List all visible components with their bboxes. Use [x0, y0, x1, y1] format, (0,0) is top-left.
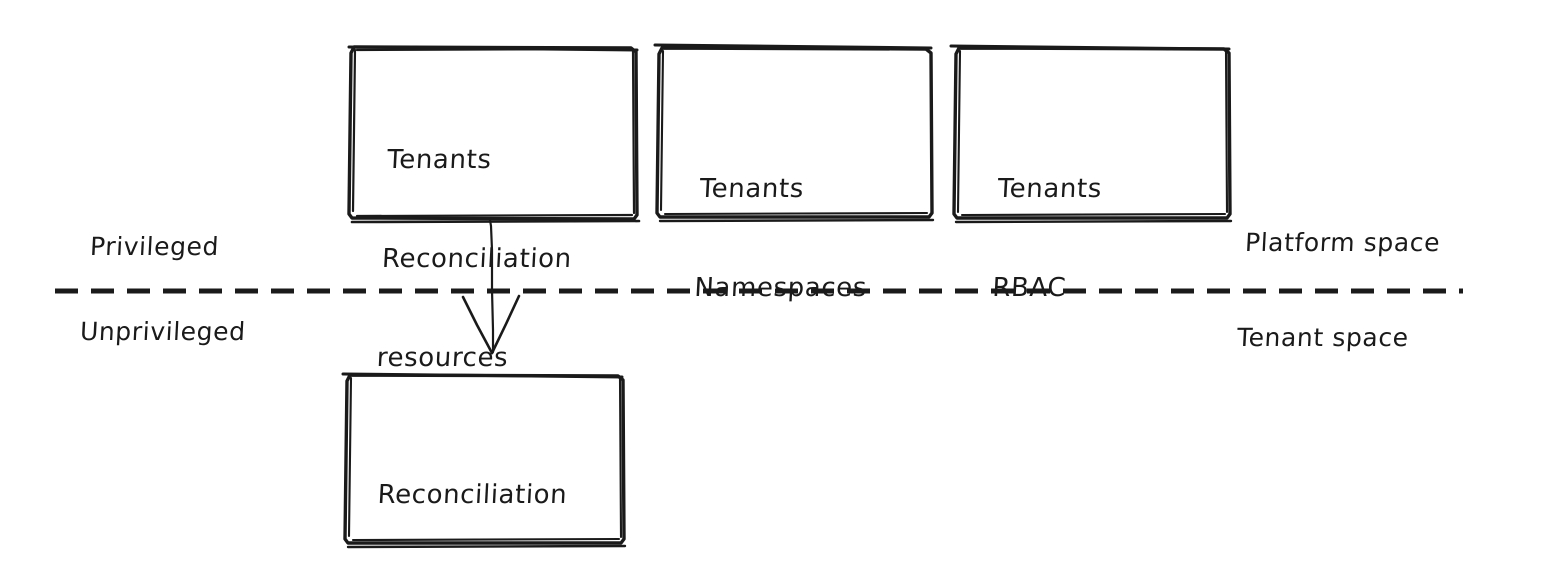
box-line: Tenants: [698, 174, 805, 204]
box-tenants-reconciliation-resources-shape: [347, 45, 641, 224]
box-line: resources: [376, 343, 510, 373]
box-label-tenants-reconciliation-resources: Tenants Reconciliation resources: [372, 78, 581, 441]
box-line: Reconciliation: [376, 480, 569, 510]
box-tenants-namespaces-shape: [653, 43, 935, 223]
label-unprivileged: Unprivileged: [79, 317, 247, 346]
box-line: Tenants: [386, 145, 493, 175]
label-platform-space: Platform space: [1244, 228, 1441, 257]
box-label-tenants-namespaces: Tenants Namespaces: [690, 107, 876, 371]
box-label-tenants-rbac: Tenants RBAC: [988, 107, 1106, 371]
box-line: Reconciliation: [381, 244, 573, 274]
box-tenants-rbac-shape: [949, 44, 1233, 224]
box-line: Namespaces: [693, 273, 868, 303]
label-privileged: Privileged: [89, 232, 220, 261]
box-reconciliation-resources-shape: [341, 372, 627, 549]
box-line: Tenants: [996, 174, 1103, 204]
reconciliation-arrow: [461, 218, 521, 355]
box-line: RBAC: [991, 273, 1068, 303]
box-label-reconciliation-resources: Reconciliation resources: [368, 413, 572, 578]
label-tenant-space: Tenant space: [1236, 323, 1410, 352]
